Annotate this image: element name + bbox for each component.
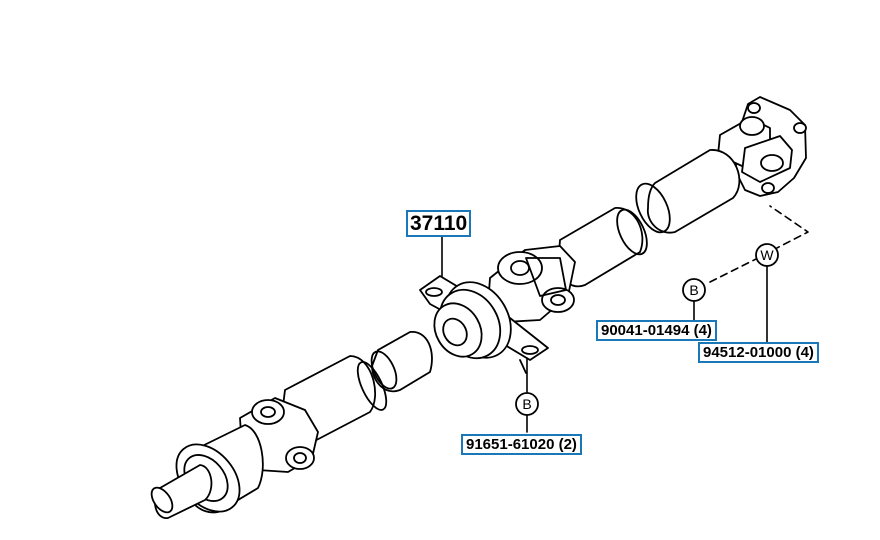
symbol-w: W [755, 243, 779, 267]
front-stub-tube [371, 331, 433, 393]
symbol-b-upper: B [682, 278, 706, 302]
part-callout-90041-01494[interactable]: 90041-01494 (4) [596, 320, 717, 341]
part-callout-91651-61020[interactable]: 91651-61020 (2) [461, 434, 582, 455]
svg-text:B: B [689, 282, 698, 298]
part-callout-37110[interactable]: 37110 [406, 210, 472, 237]
svg-text:B: B [522, 396, 531, 412]
rear-shaft-tube [647, 149, 741, 234]
center-support-bearing [419, 275, 549, 374]
part-callout-94512-01000[interactable]: 94512-01000 (4) [698, 342, 819, 363]
svg-text:W: W [760, 247, 774, 263]
rear-flange-yoke [717, 96, 807, 197]
symbol-b-lower: B [515, 392, 539, 416]
front-slip-yoke [150, 424, 264, 519]
